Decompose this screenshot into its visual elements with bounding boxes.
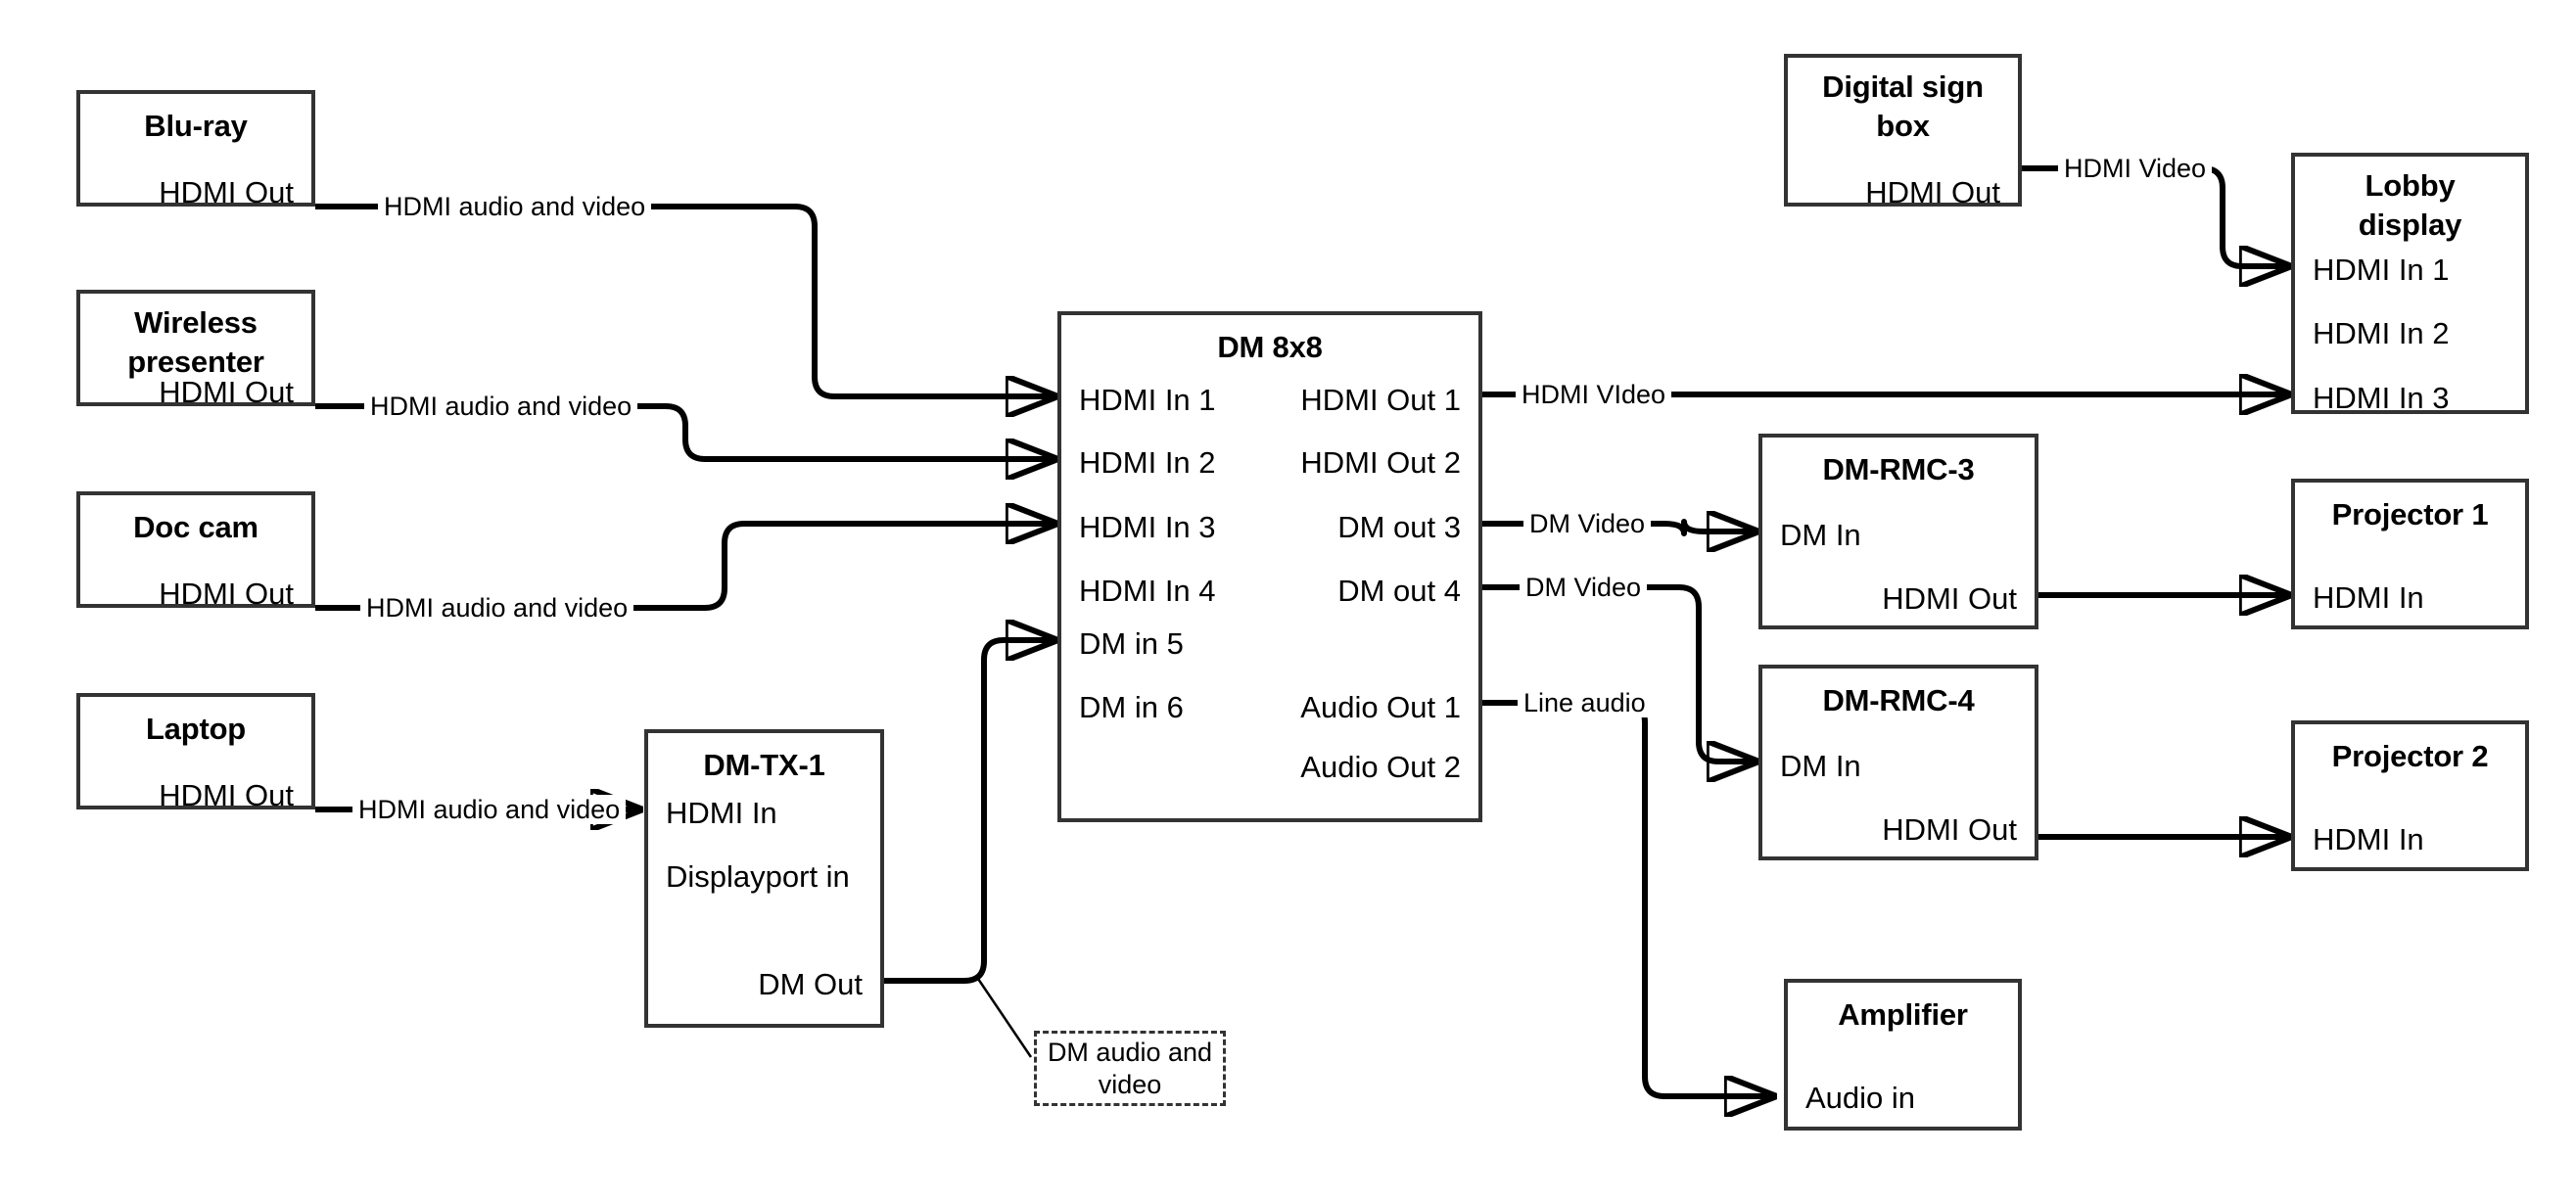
node-dm-tx-1-port-displayport-in: Displayport in <box>666 859 850 894</box>
node-wireless-presenter-title: Wireless presenter <box>127 305 264 379</box>
node-projector-1-port-hdmi-in: HDMI In <box>2313 580 2424 615</box>
wire-label-audioout1-to-amplifier: Line audio <box>1518 688 1652 717</box>
node-dm-8x8-output-dm-out-4: DM out 4 <box>1337 574 1461 608</box>
wire-bluray-to-dm-in1 <box>315 204 1054 396</box>
node-amplifier-title: Amplifier <box>1838 997 1968 1032</box>
node-dm-8x8-input-hdmi-in-4: HDMI In 4 <box>1079 574 1216 608</box>
wire-tx-dmout-to-dm-in5 <box>884 640 1054 984</box>
node-dm-tx-1-title: DM-TX-1 <box>703 748 825 782</box>
node-dm-rmc-3-port-dm-in: DM In <box>1780 518 1861 552</box>
node-dm-rmc-4[interactable]: DM-RMC-4 DM In HDMI Out <box>1758 665 2038 860</box>
node-dm-8x8-output-audio-out-1: Audio Out 1 <box>1300 690 1461 724</box>
wire-label-bluray-to-dm: HDMI audio and video <box>378 192 652 221</box>
node-dm-8x8-input-dm-in-6: DM in 6 <box>1079 690 1184 724</box>
node-wireless-presenter[interactable]: Wireless presenter HDMI Out <box>76 290 315 409</box>
node-dm-8x8[interactable]: DM 8x8 HDMI In 1 HDMI In 2 HDMI In 3 HDM… <box>1057 311 1482 822</box>
node-projector-2-port-hdmi-in: HDMI In <box>2313 822 2424 856</box>
callout-dm-audio-and-video: DM audio and video <box>1034 1031 1226 1106</box>
node-laptop-port-hdmi-out: HDMI Out <box>159 778 294 812</box>
wire-label-sign-to-lobby: HDMI Video <box>2058 154 2213 183</box>
node-dm-8x8-input-hdmi-in-3: HDMI In 3 <box>1079 510 1216 544</box>
node-laptop[interactable]: Laptop HDMI Out <box>76 693 315 812</box>
node-dm-8x8-output-hdmi-out-2: HDMI Out 2 <box>1300 445 1461 480</box>
node-dm-8x8-input-dm-in-5: DM in 5 <box>1079 626 1184 661</box>
node-wireless-presenter-port-hdmi-out: HDMI Out <box>159 375 294 409</box>
node-digital-sign-box-port-hdmi-out: HDMI Out <box>1865 175 2000 209</box>
node-dm-tx-1-port-dm-out: DM Out <box>758 967 863 1001</box>
node-bluray-title: Blu-ray <box>144 109 248 143</box>
node-lobby-display-title: Lobby display <box>2358 168 2462 242</box>
node-lobby-display-port-hdmi-in-1: HDMI In 1 <box>2313 253 2450 287</box>
node-projector-1-title: Projector 1 <box>2331 497 2489 531</box>
node-dm-rmc-4-port-dm-in: DM In <box>1780 749 1861 783</box>
node-dm-rmc-3-title: DM-RMC-3 <box>1822 452 1975 486</box>
node-amplifier[interactable]: Amplifier Audio in <box>1784 979 2022 1131</box>
node-bluray[interactable]: Blu-ray HDMI Out <box>76 90 315 209</box>
node-doc-cam-port-hdmi-out: HDMI Out <box>159 577 294 611</box>
node-dm-8x8-input-hdmi-in-1: HDMI In 1 <box>1079 383 1216 417</box>
node-dm-8x8-output-hdmi-out-1: HDMI Out 1 <box>1300 383 1461 417</box>
node-projector-2[interactable]: Projector 2 HDMI In <box>2291 720 2529 871</box>
node-dm-rmc-3-port-hdmi-out: HDMI Out <box>1882 581 2017 616</box>
node-bluray-port-hdmi-out: HDMI Out <box>159 175 294 209</box>
node-projector-2-title: Projector 2 <box>2331 739 2489 773</box>
node-dm-tx-1[interactable]: DM-TX-1 HDMI In Displayport in DM Out <box>644 729 884 1028</box>
wire-label-dmout4-to-rmc4: DM Video <box>1520 573 1648 602</box>
node-laptop-title: Laptop <box>145 712 247 746</box>
node-doc-cam[interactable]: Doc cam HDMI Out <box>76 491 315 611</box>
node-amplifier-port-audio-in: Audio in <box>1805 1081 1916 1115</box>
node-dm-rmc-3[interactable]: DM-RMC-3 DM In HDMI Out <box>1758 434 2038 629</box>
wire-label-laptop-to-tx: HDMI audio and video <box>352 795 627 824</box>
wire-label-dmout3-to-rmc3: DM Video <box>1523 509 1652 538</box>
wire-dm-audioout1-to-amplifier <box>1482 700 1772 1096</box>
node-digital-sign-box[interactable]: Digital sign box HDMI Out <box>1784 54 2022 209</box>
node-dm-8x8-output-audio-out-2: Audio Out 2 <box>1300 750 1461 784</box>
node-dm-rmc-4-title: DM-RMC-4 <box>1822 683 1975 717</box>
wire-dm-dmout4-to-rmc4 <box>1482 584 1755 762</box>
node-lobby-display-port-hdmi-in-2: HDMI In 2 <box>2313 316 2450 350</box>
wire-label-wireless-to-dm: HDMI audio and video <box>364 392 638 421</box>
callout-dm-audio-and-video-text: DM audio and video <box>1047 1037 1213 1099</box>
node-dm-8x8-title: DM 8x8 <box>1217 330 1323 364</box>
callout-leader-line <box>974 975 1033 1058</box>
node-dm-8x8-input-hdmi-in-2: HDMI In 2 <box>1079 445 1216 480</box>
node-dm-tx-1-port-hdmi-in: HDMI In <box>666 796 777 830</box>
node-projector-1[interactable]: Projector 1 HDMI In <box>2291 479 2529 629</box>
node-lobby-display[interactable]: Lobby display HDMI In 1 HDMI In 2 HDMI I… <box>2291 153 2529 415</box>
wire-label-dm-hdmiout1-to-lobby: HDMI VIdeo <box>1516 380 1672 409</box>
wire-sign-to-lobby-in1 <box>2021 165 2287 266</box>
node-digital-sign-box-title: Digital sign box <box>1822 69 1984 143</box>
node-lobby-display-port-hdmi-in-3: HDMI In 3 <box>2313 381 2450 415</box>
wire-label-doccam-to-dm: HDMI audio and video <box>360 593 634 623</box>
node-doc-cam-title: Doc cam <box>133 510 258 544</box>
node-dm-8x8-output-dm-out-3: DM out 3 <box>1337 510 1461 544</box>
node-dm-rmc-4-port-hdmi-out: HDMI Out <box>1882 812 2017 847</box>
